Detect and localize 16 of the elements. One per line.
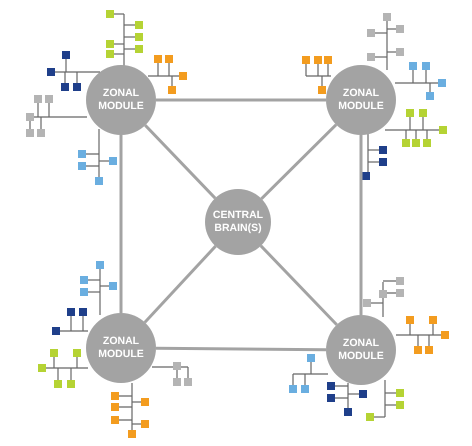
node-label: CENTRAL BRAIN(S)	[212, 209, 264, 235]
connector-line	[144, 124, 216, 200]
connector-line	[156, 346, 326, 352]
connector-line	[120, 135, 122, 313]
connector-line	[360, 135, 362, 315]
node-label: ZONAL MODULE	[337, 87, 385, 113]
connector-line	[144, 245, 217, 324]
node-label: ZONAL MODULE	[97, 335, 145, 361]
central-circle	[205, 189, 271, 255]
connector-line	[156, 98, 326, 102]
node-label: ZONAL MODULE	[337, 337, 385, 363]
module-circle	[326, 315, 396, 385]
connector-line	[260, 244, 338, 326]
module-circle	[326, 65, 396, 135]
connector-line	[260, 124, 338, 200]
node-label: ZONAL MODULE	[97, 87, 145, 113]
